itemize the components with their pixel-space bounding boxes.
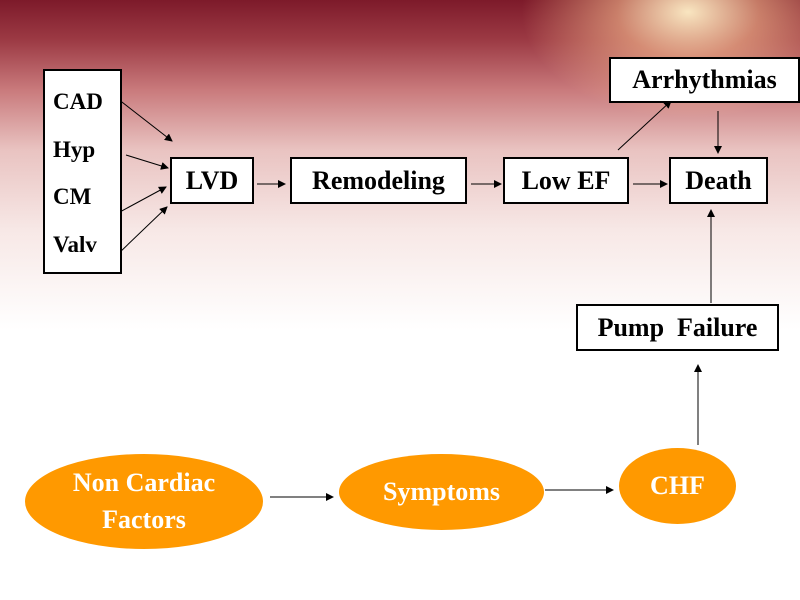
arrow-cad-to-lvd bbox=[117, 98, 173, 142]
cause-cad: CAD bbox=[53, 89, 103, 114]
node-low-ef: Low EF bbox=[503, 157, 629, 204]
node-lvd: LVD bbox=[170, 157, 254, 204]
cause-valv: Valv bbox=[53, 232, 97, 257]
oval-chf: CHF bbox=[619, 448, 736, 524]
causes-box: CAD Hyp CM Valv bbox=[43, 69, 122, 274]
arrow-valv-to-lvd bbox=[117, 206, 168, 255]
arrow-cm-to-lvd bbox=[117, 186, 167, 214]
oval-symptoms: Symptoms bbox=[339, 454, 544, 530]
non-cardiac-line2: Factors bbox=[102, 504, 186, 534]
node-arrhythmias: Arrhythmias bbox=[609, 57, 800, 103]
oval-non-cardiac-factors: Non Cardiac Factors bbox=[25, 454, 263, 549]
node-pump-failure: Pump Failure bbox=[576, 304, 779, 351]
node-remodeling: Remodeling bbox=[290, 157, 467, 204]
cause-hyp: Hyp bbox=[53, 137, 96, 162]
non-cardiac-line1: Non Cardiac bbox=[72, 468, 216, 498]
cause-cm: CM bbox=[53, 184, 92, 209]
arrow-lowef-to-arrhythmias bbox=[617, 100, 672, 151]
arrow-hyp-to-lvd bbox=[125, 154, 169, 170]
node-death: Death bbox=[669, 157, 768, 204]
